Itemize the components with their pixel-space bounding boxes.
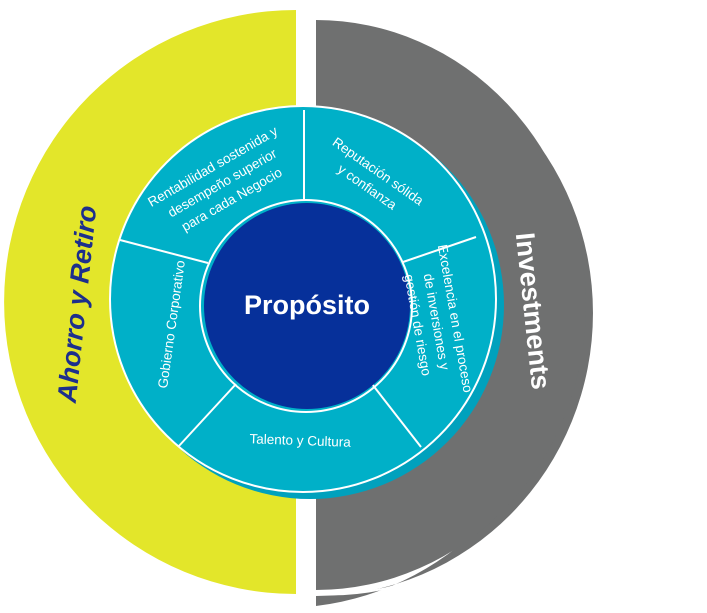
segment-label: Talento y Cultura — [249, 431, 351, 450]
inner-white-ring — [199, 199, 413, 413]
proposito-circle — [204, 203, 410, 409]
segment-talento: Talento y Cultura — [249, 431, 351, 450]
segment-dividers — [119, 110, 477, 448]
investments-white-line — [315, 159, 602, 596]
proposito-label: Propósito — [244, 290, 370, 320]
